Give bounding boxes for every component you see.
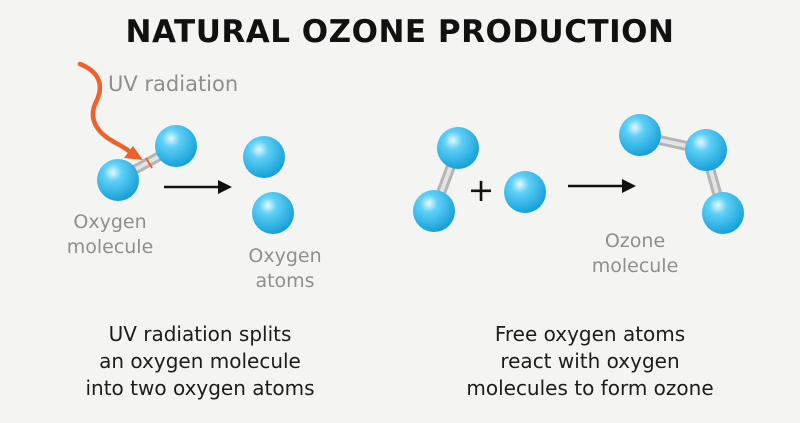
label-line: molecule bbox=[591, 255, 679, 277]
oxygen-molecule-label: Oxygen molecule bbox=[50, 210, 170, 260]
ozone-molecule bbox=[619, 114, 744, 234]
reaction-arrow bbox=[568, 179, 636, 193]
free-oxygen-atom bbox=[504, 171, 546, 213]
oxygen-atom bbox=[437, 127, 479, 169]
oxygen-atom bbox=[413, 190, 455, 232]
oxygen-atom bbox=[619, 114, 661, 156]
caption-line: into two oxygen atoms bbox=[85, 376, 315, 400]
diagram-title: NATURAL OZONE PRODUCTION bbox=[125, 14, 675, 50]
oxygen-atoms-label: Oxygen atoms bbox=[225, 244, 345, 294]
oxygen-atom bbox=[685, 129, 727, 171]
uv-radiation-label: UV radiation bbox=[108, 72, 239, 96]
caption-line: an oxygen molecule bbox=[99, 349, 301, 373]
left-caption: UV radiation splits an oxygen molecule i… bbox=[50, 321, 350, 402]
oxygen-atom bbox=[97, 159, 139, 201]
uv-break-mark bbox=[145, 157, 153, 169]
label-line: molecule bbox=[66, 236, 154, 258]
plus-sign: + bbox=[468, 171, 495, 209]
caption-line: react with oxygen bbox=[500, 349, 680, 373]
oxygen-atom bbox=[243, 136, 285, 178]
label-line: Ozone bbox=[604, 230, 666, 252]
oxygen-atoms bbox=[243, 136, 294, 234]
oxygen-atom bbox=[252, 192, 294, 234]
uv-arrow bbox=[77, 61, 153, 169]
label-line: atoms bbox=[255, 270, 315, 292]
caption-line: UV radiation splits bbox=[108, 322, 292, 346]
right-caption: Free oxygen atoms react with oxygen mole… bbox=[440, 321, 740, 402]
caption-line: molecules to form ozone bbox=[466, 376, 714, 400]
label-line: Oxygen bbox=[73, 211, 147, 233]
reaction-arrow bbox=[164, 180, 232, 194]
oxygen-atom bbox=[155, 125, 197, 167]
caption-line: Free oxygen atoms bbox=[494, 322, 686, 346]
oxygen-atom bbox=[702, 192, 744, 234]
right-oxygen-molecule bbox=[413, 127, 479, 232]
ozone-molecule-label: Ozone molecule bbox=[570, 229, 700, 279]
oxygen-molecule bbox=[97, 125, 197, 201]
label-line: Oxygen bbox=[248, 245, 322, 267]
